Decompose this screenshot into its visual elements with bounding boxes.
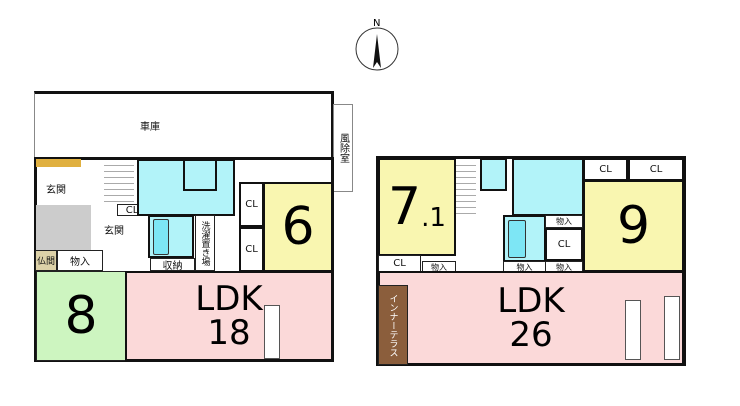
bathroom bbox=[148, 215, 194, 258]
stairs bbox=[456, 160, 476, 215]
closet-9b: CL bbox=[628, 158, 684, 181]
compass-icon bbox=[355, 27, 399, 71]
washroom bbox=[512, 158, 584, 216]
entrance-floor bbox=[36, 205, 91, 250]
closet-9a: CL bbox=[583, 158, 628, 181]
compass-north-label: N bbox=[373, 18, 381, 29]
kitchen-counter bbox=[264, 305, 280, 359]
stairs bbox=[104, 160, 134, 204]
windbreak-room: 風除室 bbox=[333, 104, 353, 192]
storage: 収納 bbox=[150, 258, 195, 272]
storeroom-bath-top: 物入 bbox=[545, 215, 583, 228]
entrance-bench bbox=[36, 159, 81, 167]
closet-b: CL bbox=[239, 227, 264, 272]
room-9: 9 bbox=[583, 180, 684, 272]
room-6: 6 bbox=[263, 182, 333, 272]
altar-room: 仏間 bbox=[35, 250, 57, 271]
ldk-18: LDK 18 bbox=[125, 271, 333, 361]
room-8-tatami: 8 bbox=[36, 271, 126, 361]
storeroom: 物入 bbox=[57, 250, 103, 271]
kitchen-island bbox=[664, 296, 680, 360]
bathtub bbox=[153, 218, 169, 255]
bathroom bbox=[503, 215, 546, 262]
entrance-label-2: 玄関 bbox=[104, 226, 124, 237]
closet-7: CL bbox=[378, 255, 421, 272]
garage bbox=[34, 91, 334, 160]
toilet bbox=[480, 158, 507, 191]
entrance-label-1: 玄関 bbox=[46, 185, 66, 196]
toilet bbox=[183, 159, 217, 191]
closet-a: CL bbox=[239, 182, 264, 227]
kitchen-counter bbox=[625, 300, 641, 360]
garage-label: 車庫 bbox=[140, 122, 160, 133]
compass: N bbox=[352, 18, 402, 72]
laundry-area: 洗濯置き場 bbox=[195, 215, 215, 271]
inner-terrace: インナーテラス bbox=[378, 285, 408, 365]
closet-mid: CL bbox=[545, 228, 583, 261]
room-7-1: 7.1 bbox=[378, 158, 456, 256]
bathtub bbox=[507, 219, 526, 258]
